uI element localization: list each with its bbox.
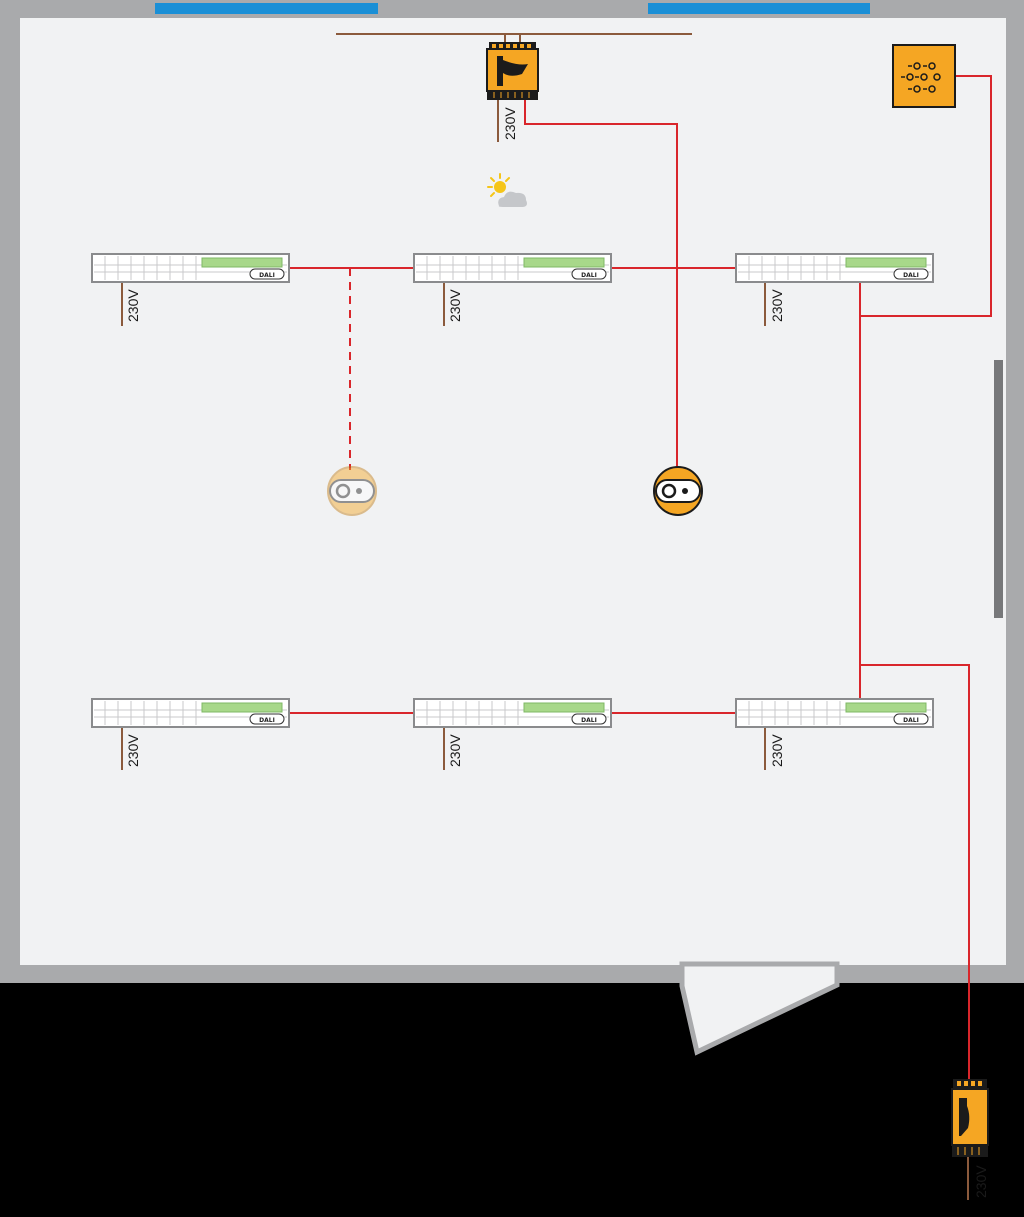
dali-logo: DALI xyxy=(903,717,919,724)
dali-power-supply-icon xyxy=(951,1079,989,1157)
voltage-label-luminaire-3: 230V xyxy=(769,289,785,322)
presence-sensor-icon xyxy=(327,466,377,516)
dali-logo: DALI xyxy=(259,717,275,724)
window-left xyxy=(155,3,378,14)
dali-logo: DALI xyxy=(259,272,275,279)
dali-bus-wiring xyxy=(289,75,992,1080)
voltage-label-luminaire-6: 230V xyxy=(769,734,785,767)
voltage-label-power-supply: 230V xyxy=(973,1165,989,1198)
presence-sensor-icon xyxy=(653,466,703,516)
power-wiring xyxy=(121,33,969,1200)
room-floor xyxy=(20,18,1006,965)
dali-logo: DALI xyxy=(581,272,597,279)
voltage-label-controller: 230V xyxy=(502,107,518,140)
pushbutton-coupler-icon xyxy=(892,44,956,108)
dali-logo: DALI xyxy=(903,272,919,279)
voltage-label-luminaire-4: 230V xyxy=(125,734,141,767)
luminaire-6: DALI xyxy=(735,698,934,728)
voltage-label-luminaire-5: 230V xyxy=(447,734,463,767)
door-leaf xyxy=(679,961,840,1056)
luminaire-3: DALI xyxy=(735,253,934,283)
window-right xyxy=(648,3,870,14)
dali-logo: DALI xyxy=(581,717,597,724)
wall-slot xyxy=(994,360,1003,618)
sun-cloud-icon xyxy=(487,173,527,207)
luminaire-5: DALI xyxy=(413,698,612,728)
voltage-label-luminaire-2: 230V xyxy=(447,289,463,322)
luminaire-1: DALI xyxy=(91,253,290,283)
dali-controller-icon xyxy=(486,42,539,100)
luminaire-4: DALI xyxy=(91,698,290,728)
luminaire-2: DALI xyxy=(413,253,612,283)
voltage-label-luminaire-1: 230V xyxy=(125,289,141,322)
